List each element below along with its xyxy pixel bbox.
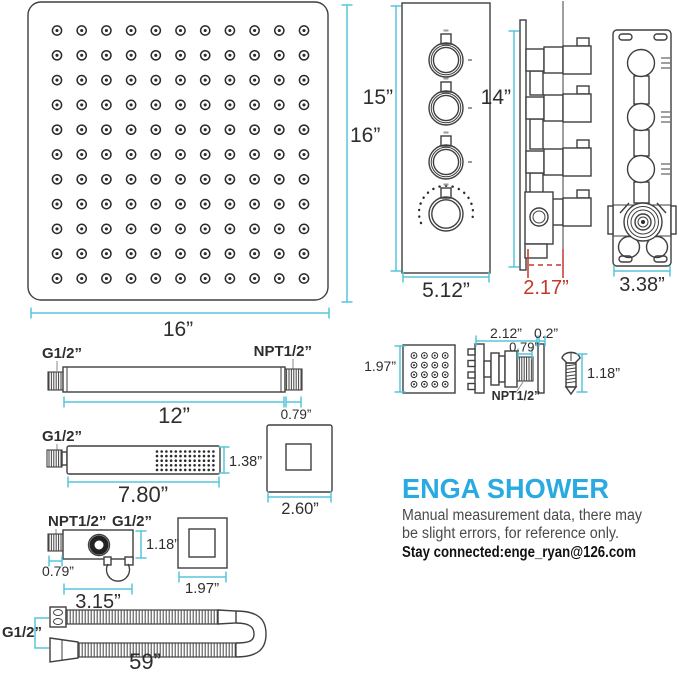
hose-length-label: 59” (129, 649, 161, 674)
head-height-label: 16” (350, 124, 380, 147)
brand-contact: Stay connected:enge_ryan@126.com (402, 544, 636, 561)
brand-note-line2: be slight errors, for reference only. (402, 525, 619, 542)
hose-bend-inner (235, 622, 255, 644)
jet-wall-plate (537, 343, 545, 394)
wand-width-label: 1.38” (229, 454, 262, 470)
head-width-label: 16” (163, 318, 193, 341)
hose-top-run (65, 609, 219, 625)
arm-body (62, 366, 286, 393)
wand-spray-grid (155, 450, 215, 472)
valve-knob (428, 131, 472, 180)
wand-thread (46, 449, 63, 468)
hose-cone-fitting (49, 637, 79, 663)
valve-temperature-knob (417, 183, 475, 232)
hose-thread-label: G1/2” (2, 624, 42, 641)
shower-head-drawing: 16” 16” (27, 1, 380, 341)
shower-head-nozzle-grid (51, 25, 310, 284)
holder-height-label: 1.18” (146, 537, 179, 553)
wand-thread-label: G1/2” (42, 428, 82, 445)
mounting-screw-drawing: 1.18” (561, 351, 620, 396)
temperature-scale-dots (417, 184, 475, 225)
back-width-label: 3.38” (619, 274, 665, 296)
side-height-label: 14” (481, 86, 511, 109)
jet-thread-type-label: NPT1/2” (492, 389, 541, 403)
valve-knob (428, 77, 472, 126)
side-depth-label: 2.17” (523, 277, 569, 299)
arm-thread-right (284, 368, 303, 391)
holder-socket (89, 535, 109, 555)
thermostatic-cartridge (617, 202, 669, 259)
holder-plate-label: 1.97” (185, 580, 219, 597)
holder-hook (105, 563, 131, 582)
holder-drawing: NPT1/2” G1/2” 0.79” 1.18” 3.15” (42, 513, 179, 613)
jet-depth-label: 2.12” (490, 325, 522, 341)
valve-front-drawing: 15” 5.12” (363, 2, 491, 302)
valve-side-knob (525, 139, 592, 177)
valve-side-elbow (524, 191, 554, 259)
valve-body-port (626, 102, 670, 132)
valve-side-knob (525, 85, 592, 123)
jet-lip-label: 0.2” (534, 325, 558, 341)
body-jet-face-drawing: 1.97” (364, 344, 456, 394)
holder-thread (47, 533, 64, 552)
arm-wall-thread-label: G1/2” (42, 345, 82, 362)
valve-body-port (626, 48, 670, 78)
jet-thread-length-label: 0.79” (509, 340, 539, 355)
holder-length-label: 3.15” (75, 591, 121, 613)
hose-bend-outer (235, 610, 267, 658)
arm-thread-length-label: 0.79” (281, 407, 312, 422)
valve-side-drawing: 14” 2.17” (481, 1, 592, 299)
body-jet-nozzle-grid (410, 352, 449, 388)
arm-thread-left (47, 371, 64, 391)
valve-width-label: 5.12” (422, 279, 470, 302)
holder-hose-thread-label: G1/2” (112, 513, 152, 530)
holder-thread-length-label: 0.79” (42, 563, 74, 579)
jet-thread (516, 356, 534, 382)
hand-shower-drawing: G1/2” 7.80” 1.38” (42, 428, 262, 507)
arm-length-label: 12” (158, 403, 190, 428)
wand-body (66, 445, 221, 475)
hose-thread-bracket (34, 617, 49, 649)
body-jet-side-drawing: 2.12” 0.2” 0.79” NPT1/2” (467, 325, 558, 403)
shower-arm-drawing: G1/2” NPT1/2” 12” 0.79” (42, 343, 312, 428)
holder-wall-thread-label: NPT1/2” (48, 513, 106, 530)
brand-block: ENGA SHOWER Manual measurement data, the… (402, 473, 642, 561)
arm-head-thread-label: NPT1/2” (254, 343, 312, 360)
valve-back-drawing: 3.38” (607, 29, 677, 296)
screw-threads (565, 364, 577, 384)
wand-face-label: 2.60” (281, 500, 319, 518)
valve-height-label: 15” (363, 86, 393, 109)
brand-title: ENGA SHOWER (402, 473, 609, 504)
jet-face-label: 1.97” (364, 358, 396, 374)
holder-face-drawing: 1.97” (177, 517, 228, 597)
hand-shower-face-drawing: 2.60” (266, 424, 333, 518)
valve-side-knob (525, 37, 592, 75)
valve-knob (428, 29, 472, 78)
screw-length-label: 1.18” (587, 366, 620, 382)
wand-length-label: 7.80” (118, 482, 168, 507)
brand-note-line1: Manual measurement data, there may (402, 507, 642, 524)
hose-drawing: G1/2” 59” (2, 606, 267, 674)
valve-body-port (626, 154, 670, 184)
hose-nut (49, 606, 67, 628)
